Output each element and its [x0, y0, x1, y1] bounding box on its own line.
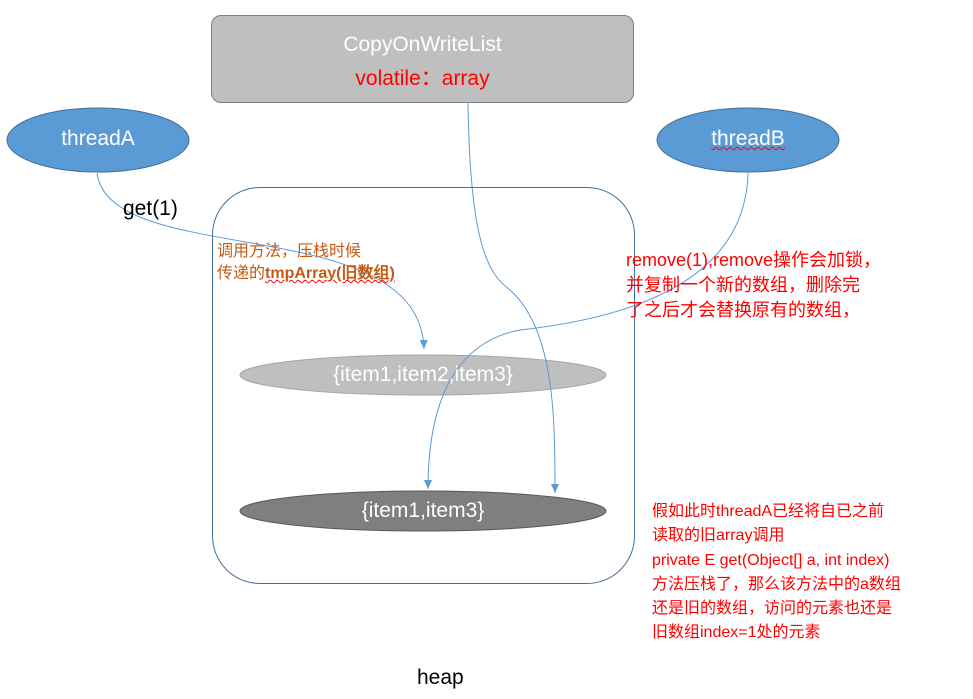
old-array-node — [239, 354, 607, 396]
get-call-label: get(1) — [123, 197, 178, 220]
thread-b-label-wrap: threadB — [657, 127, 839, 151]
bottom-note-line: 方法压栈了，那么该方法中的a数组 — [652, 575, 901, 593]
new-array-label: {item1,item3} — [361, 499, 485, 522]
thread-b-label: threadB — [711, 127, 785, 150]
remove-note: remove(1),remove操作会加锁， 并复制一个新的数组，删除完 了之后… — [626, 248, 881, 323]
push-note-line2: 传递的tmpArray(旧数组) — [217, 263, 395, 285]
threadb-to-new-array-arrow — [424, 172, 749, 490]
new-array-node — [239, 490, 607, 532]
bottom-note: 假如此时threadA已经将自已之前 读取的旧array调用 private E… — [652, 500, 901, 646]
threada-to-old-array-arrow — [96, 172, 428, 350]
thread-a-label: threadA — [61, 127, 135, 150]
push-note-line2-bold: tmpArray(旧数组) — [265, 265, 395, 282]
remove-note-line: 了之后才会替换原有的数组， — [626, 300, 860, 320]
copy-on-write-list-box: CopyOnWriteList volatile：array — [211, 15, 634, 103]
heap-region — [212, 187, 635, 584]
push-note: 调用方法，压栈时候 传递的tmpArray(旧数组) — [217, 241, 395, 285]
bottom-note-line: private E get(Object[] a, int index) — [652, 551, 890, 569]
remove-note-line: remove(1),remove操作会加锁， — [626, 250, 882, 270]
thread-b-node — [656, 107, 840, 173]
push-note-line1: 调用方法，压栈时候 — [217, 243, 362, 260]
bottom-note-line: 旧数组index=1处的元素 — [652, 624, 821, 642]
bottom-note-line: 读取的旧array调用 — [652, 527, 785, 545]
remove-note-line: 并复制一个新的数组，删除完 — [626, 275, 860, 295]
bottom-note-line: 还是旧的数组，访问的元素也还是 — [652, 600, 893, 618]
cow-title: CopyOnWriteList — [343, 33, 502, 56]
heap-label: heap — [417, 666, 464, 689]
thread-a-node — [6, 107, 190, 173]
cow-to-new-array-arrow — [467, 102, 559, 494]
cow-volatile-field: volatile：array — [355, 67, 490, 90]
push-note-line2-prefix: 传递的 — [217, 265, 266, 282]
old-array-label: {item1,item2,item3} — [333, 363, 513, 386]
bottom-note-line: 假如此时threadA已经将自已之前 — [652, 503, 885, 520]
